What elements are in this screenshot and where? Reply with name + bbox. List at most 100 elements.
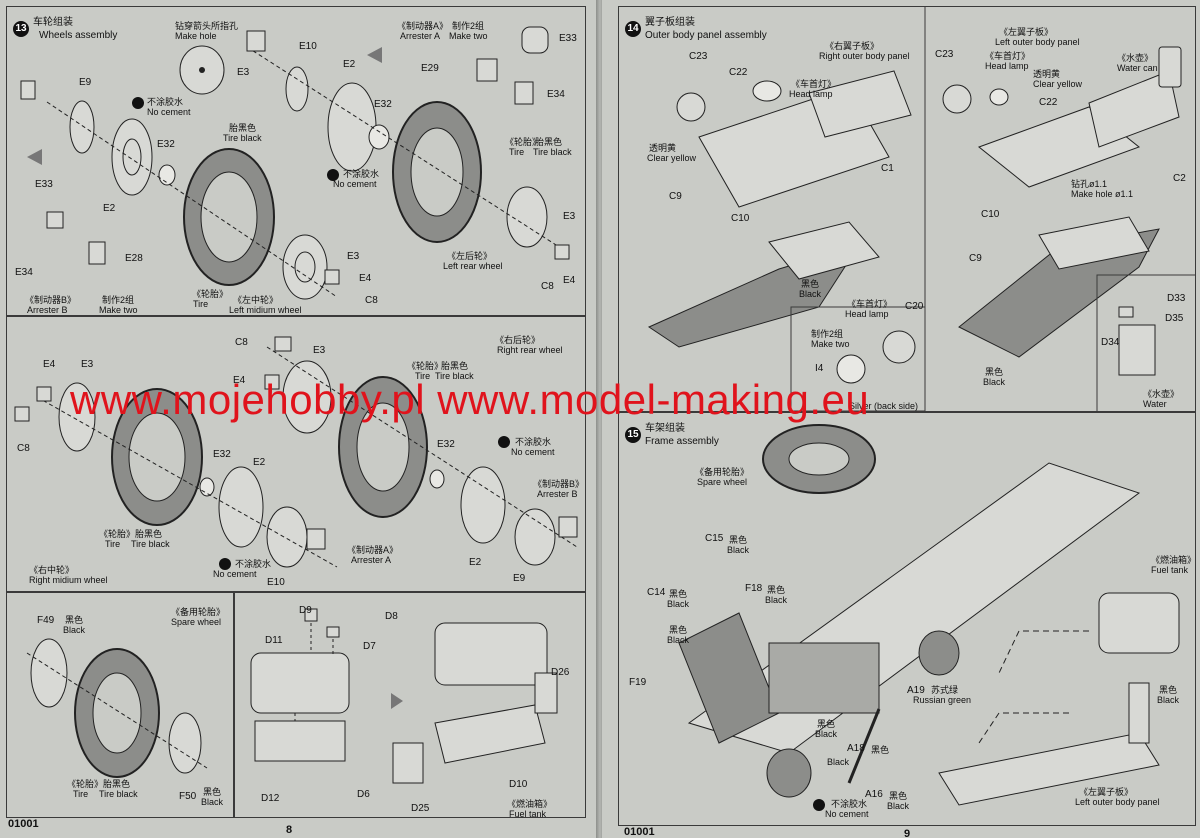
no-cement-en: No cement xyxy=(825,809,869,819)
part-label: E32 xyxy=(437,439,455,450)
part-label: E32 xyxy=(157,139,175,150)
step14-panel: 14 翼子板组装 Outer body panel assembly 《右翼子板… xyxy=(618,6,1196,412)
tire-cn: 《轮胎》 xyxy=(67,779,104,789)
no-cement-1-cn: 不涂胶水 xyxy=(147,97,184,107)
tire-black-1-cn: 胎黑色 xyxy=(229,123,257,133)
part-label: A16 xyxy=(865,789,883,800)
clear-yellow2-en: Clear yellow xyxy=(1033,79,1083,89)
tire-3-cn: 《轮胎》 xyxy=(192,289,229,299)
left-panel-en: Left outer body panel xyxy=(1075,797,1160,807)
make-hole-cn: 钻穿箭头所指孔 xyxy=(175,21,239,31)
right-page-code: 01001 xyxy=(624,826,655,838)
black-en: Black xyxy=(63,625,86,635)
arrester-a-cn: 《制动器A》 xyxy=(347,545,399,555)
part-label: D11 xyxy=(265,635,283,646)
part-label: C1 xyxy=(881,163,894,174)
watermark-text: www.mojehobby.pl www.model-making.eu xyxy=(70,376,870,423)
part-label: E28 xyxy=(125,253,143,264)
part-label: D9 xyxy=(299,605,312,616)
fuel-tank-drawing xyxy=(250,608,558,784)
part-label: D34 xyxy=(1101,337,1120,348)
tire-black-a-en: Tire black xyxy=(435,371,474,381)
spare-wheel-cn: 《备用轮胎》 xyxy=(695,467,750,477)
part-label: D6 xyxy=(357,789,370,800)
right-rear-en: Right rear wheel xyxy=(497,345,563,355)
left-page-number: 8 xyxy=(286,824,293,836)
part-label: E4 xyxy=(43,359,56,370)
arrester-b-en: Arrester B xyxy=(537,489,578,499)
part-label: C23 xyxy=(689,51,708,62)
frame-assembly-drawing xyxy=(678,424,1180,811)
no-cement-2-en: No cement xyxy=(333,179,377,189)
head-lamp-cn: 《车首灯》 xyxy=(791,79,837,89)
a18-en: Black xyxy=(827,757,850,767)
silver-en: Silver (back side) xyxy=(849,401,919,411)
part-label: E33 xyxy=(559,33,577,44)
tire-black-b-cn: 胎黑色 xyxy=(135,529,163,539)
spare-wheel-en: Spare wheel xyxy=(697,477,748,487)
step15-title-en: Frame assembly xyxy=(645,436,719,447)
part-label: E10 xyxy=(299,41,317,52)
left-mid-en: Left midium wheel xyxy=(229,305,302,315)
tire-black-b-en: Tire black xyxy=(131,539,170,549)
part-label: E3 xyxy=(237,67,250,78)
left-panel-en: Left outer body panel xyxy=(995,37,1080,47)
left-rear-cn: 《左后轮》 xyxy=(447,251,493,261)
part-label: C8 xyxy=(17,443,30,454)
part-label: C9 xyxy=(969,253,982,264)
tire-a-cn: 《轮胎》 xyxy=(407,361,444,371)
head-lamp3-cn: 《车首灯》 xyxy=(847,299,893,309)
part-label: E2 xyxy=(253,457,266,468)
arrester-a-en: Arrester A xyxy=(351,555,392,565)
c15-en: Black xyxy=(727,545,750,555)
step13-number: 13 xyxy=(13,21,29,37)
no-cement-a-cn: 不涂胶水 xyxy=(515,437,552,447)
step13-panel: 13 车轮组装 Wheels assembly 钻穿箭头所指孔 Make hol… xyxy=(6,6,586,316)
part-label: C15 xyxy=(705,533,724,544)
black-en: Black xyxy=(799,289,822,299)
part-label: D12 xyxy=(261,793,280,804)
black2-cn: 黑色 xyxy=(985,367,1004,377)
left-page-code: 01001 xyxy=(8,818,39,830)
step14-number: 14 xyxy=(625,21,641,37)
a19-en: Russian green xyxy=(913,695,972,705)
fuel-cn: 《燃油箱》 xyxy=(507,799,553,809)
clear-yellow2-cn: 透明黄 xyxy=(1033,69,1061,79)
tire-black-cn: 胎黑色 xyxy=(103,779,131,789)
right-panel-en: Right outer body panel xyxy=(819,51,910,61)
right-wheels-drawing xyxy=(14,336,578,570)
part-label: A19 xyxy=(907,685,925,696)
black2-cn: 黑色 xyxy=(203,787,222,797)
part-label: C9 xyxy=(669,191,682,202)
black-cn: 黑色 xyxy=(801,279,820,289)
part-label: E2 xyxy=(343,59,356,70)
part-label: E10 xyxy=(267,577,285,588)
tire-a-en: Tire xyxy=(415,371,431,381)
part-label: C10 xyxy=(731,213,750,224)
part-label: F50 xyxy=(179,791,197,802)
spare-wheel-panel: F49 黑色 Black 《备用轮胎》 Spare wheel 《轮胎》 Tir… xyxy=(6,592,234,818)
part-label: D10 xyxy=(509,779,528,790)
part-label: E29 xyxy=(421,63,439,74)
a18-cn: 黑色 xyxy=(871,745,890,755)
arrester-a-en: Arrester A xyxy=(400,31,441,41)
fuel-tank-en: Fuel tank xyxy=(1151,565,1189,575)
part-label: E4 xyxy=(359,273,372,284)
tire-3-en: Tire xyxy=(193,299,209,309)
make-two-cn: 制作2组 xyxy=(811,329,844,339)
part-label: D8 xyxy=(385,611,398,622)
arrester-b-cn: 《制动器B》 xyxy=(533,479,585,489)
part-label: C22 xyxy=(1039,97,1058,108)
left-panel-cn: 《左翼子板》 xyxy=(999,27,1054,37)
part-label: E9 xyxy=(513,573,526,584)
clear-yellow-cn: 透明黄 xyxy=(649,143,677,153)
black2-en: Black xyxy=(201,797,224,807)
black-b-cn: 黑色 xyxy=(1159,685,1178,695)
part-label: C8 xyxy=(365,295,378,306)
step14-title-cn: 翼子板组装 xyxy=(645,17,695,28)
tire-2-en: Tire xyxy=(509,147,525,157)
water-can2-en: Water xyxy=(1143,399,1167,409)
left-panel-cn: 《左翼子板》 xyxy=(1079,787,1134,797)
wheels-assembly-drawing xyxy=(20,26,570,300)
step14-title-en: Outer body panel assembly xyxy=(645,30,767,41)
